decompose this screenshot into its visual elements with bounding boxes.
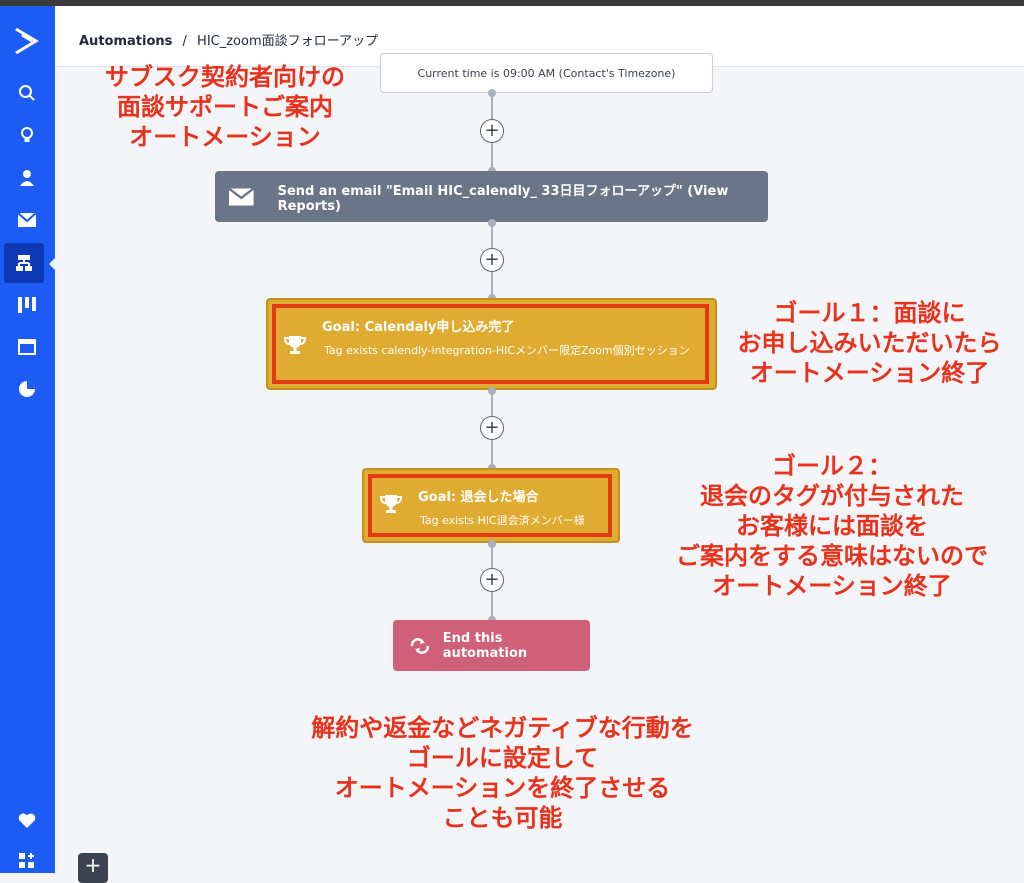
annotation-goal1: ゴール１：面談に お申し込みいただいたら オートメーション終了 — [737, 299, 1002, 387]
annotation-bottom: 解約や返金などネガティブな行動を ゴールに設定して オートメーションを終了させる… — [311, 714, 694, 832]
window-top-strip — [0, 0, 1024, 6]
annotation-title: サブスク契約者向けの 面談サポートご案内 オートメーション — [105, 63, 345, 151]
send-email-card[interactable]: Send an email "Email HIC_calendly_ 33日目フ… — [215, 171, 768, 222]
breadcrumb: Automations / HIC_zoom面談フォローアップ — [79, 30, 378, 49]
connector-dot — [488, 89, 496, 97]
mail-icon[interactable] — [12, 205, 42, 235]
header: Automations / HIC_zoom面談フォローアップ — [55, 6, 1024, 67]
highlight-frame — [368, 474, 612, 537]
connector-dot — [488, 387, 496, 395]
active-indicator — [49, 257, 56, 271]
connector-line — [491, 93, 493, 238]
envelope-icon — [229, 187, 254, 206]
goal-title: Goal: Calendaly申し込み完了 — [322, 320, 515, 335]
trophy-icon — [284, 336, 306, 354]
apps-icon[interactable] — [12, 846, 42, 876]
breadcrumb-separator: / — [182, 34, 187, 49]
reports-icon[interactable] — [12, 374, 42, 404]
pipeline-icon[interactable] — [12, 290, 42, 320]
add-step-button[interactable]: + — [480, 248, 504, 272]
add-canvas-button[interactable]: + — [78, 853, 108, 883]
wait-condition-card[interactable]: Current time is 09:00 AM (Contact's Time… — [380, 53, 713, 93]
end-automation-label: End this automation — [442, 630, 528, 661]
connector-dot — [488, 540, 496, 548]
contact-icon[interactable] — [12, 163, 42, 193]
goal-title: Goal: 退会した場合 — [418, 490, 539, 505]
automation-icon[interactable] — [4, 243, 44, 283]
annotation-goal2: ゴール２： 退会のタグが付与された お客様には面談を ご案内をする意味はないので… — [676, 452, 988, 600]
wait-condition-text: Current time is 09:00 AM (Contact's Time… — [417, 67, 676, 80]
goal-condition: Tag exists calendly-integration-HICメンバー限… — [324, 344, 690, 357]
sidebar — [0, 6, 56, 876]
automation-canvas: Current time is 09:00 AM (Contact's Time… — [55, 53, 1024, 873]
end-automation-card[interactable]: End this automation — [393, 620, 590, 671]
trophy-icon — [380, 495, 402, 513]
goal-condition: Tag exists HIC退会済メンバー様 — [420, 514, 585, 527]
heart-icon[interactable] — [12, 806, 42, 836]
connector-dot — [488, 219, 496, 227]
site-icon[interactable] — [12, 332, 42, 362]
search-icon[interactable] — [12, 78, 42, 108]
goal-card-calendly[interactable]: Goal: Calendaly申し込み完了 Tag exists calendl… — [266, 298, 717, 390]
send-email-label: Send an email "Email HIC_calendly_ 33日目フ… — [277, 183, 729, 214]
goal-card-cancelled[interactable]: Goal: 退会した場合 Tag exists HIC退会済メンバー様 — [362, 468, 620, 543]
breadcrumb-current: HIC_zoom面談フォローアップ — [197, 34, 379, 49]
add-step-button[interactable]: + — [480, 568, 504, 592]
breadcrumb-root[interactable]: Automations — [79, 34, 173, 49]
end-loop-icon — [410, 637, 430, 654]
add-step-button[interactable]: + — [480, 119, 504, 143]
lightbulb-icon[interactable] — [12, 120, 42, 150]
highlight-frame — [272, 304, 709, 384]
logo-icon[interactable] — [10, 24, 44, 58]
add-step-button[interactable]: + — [480, 416, 504, 440]
